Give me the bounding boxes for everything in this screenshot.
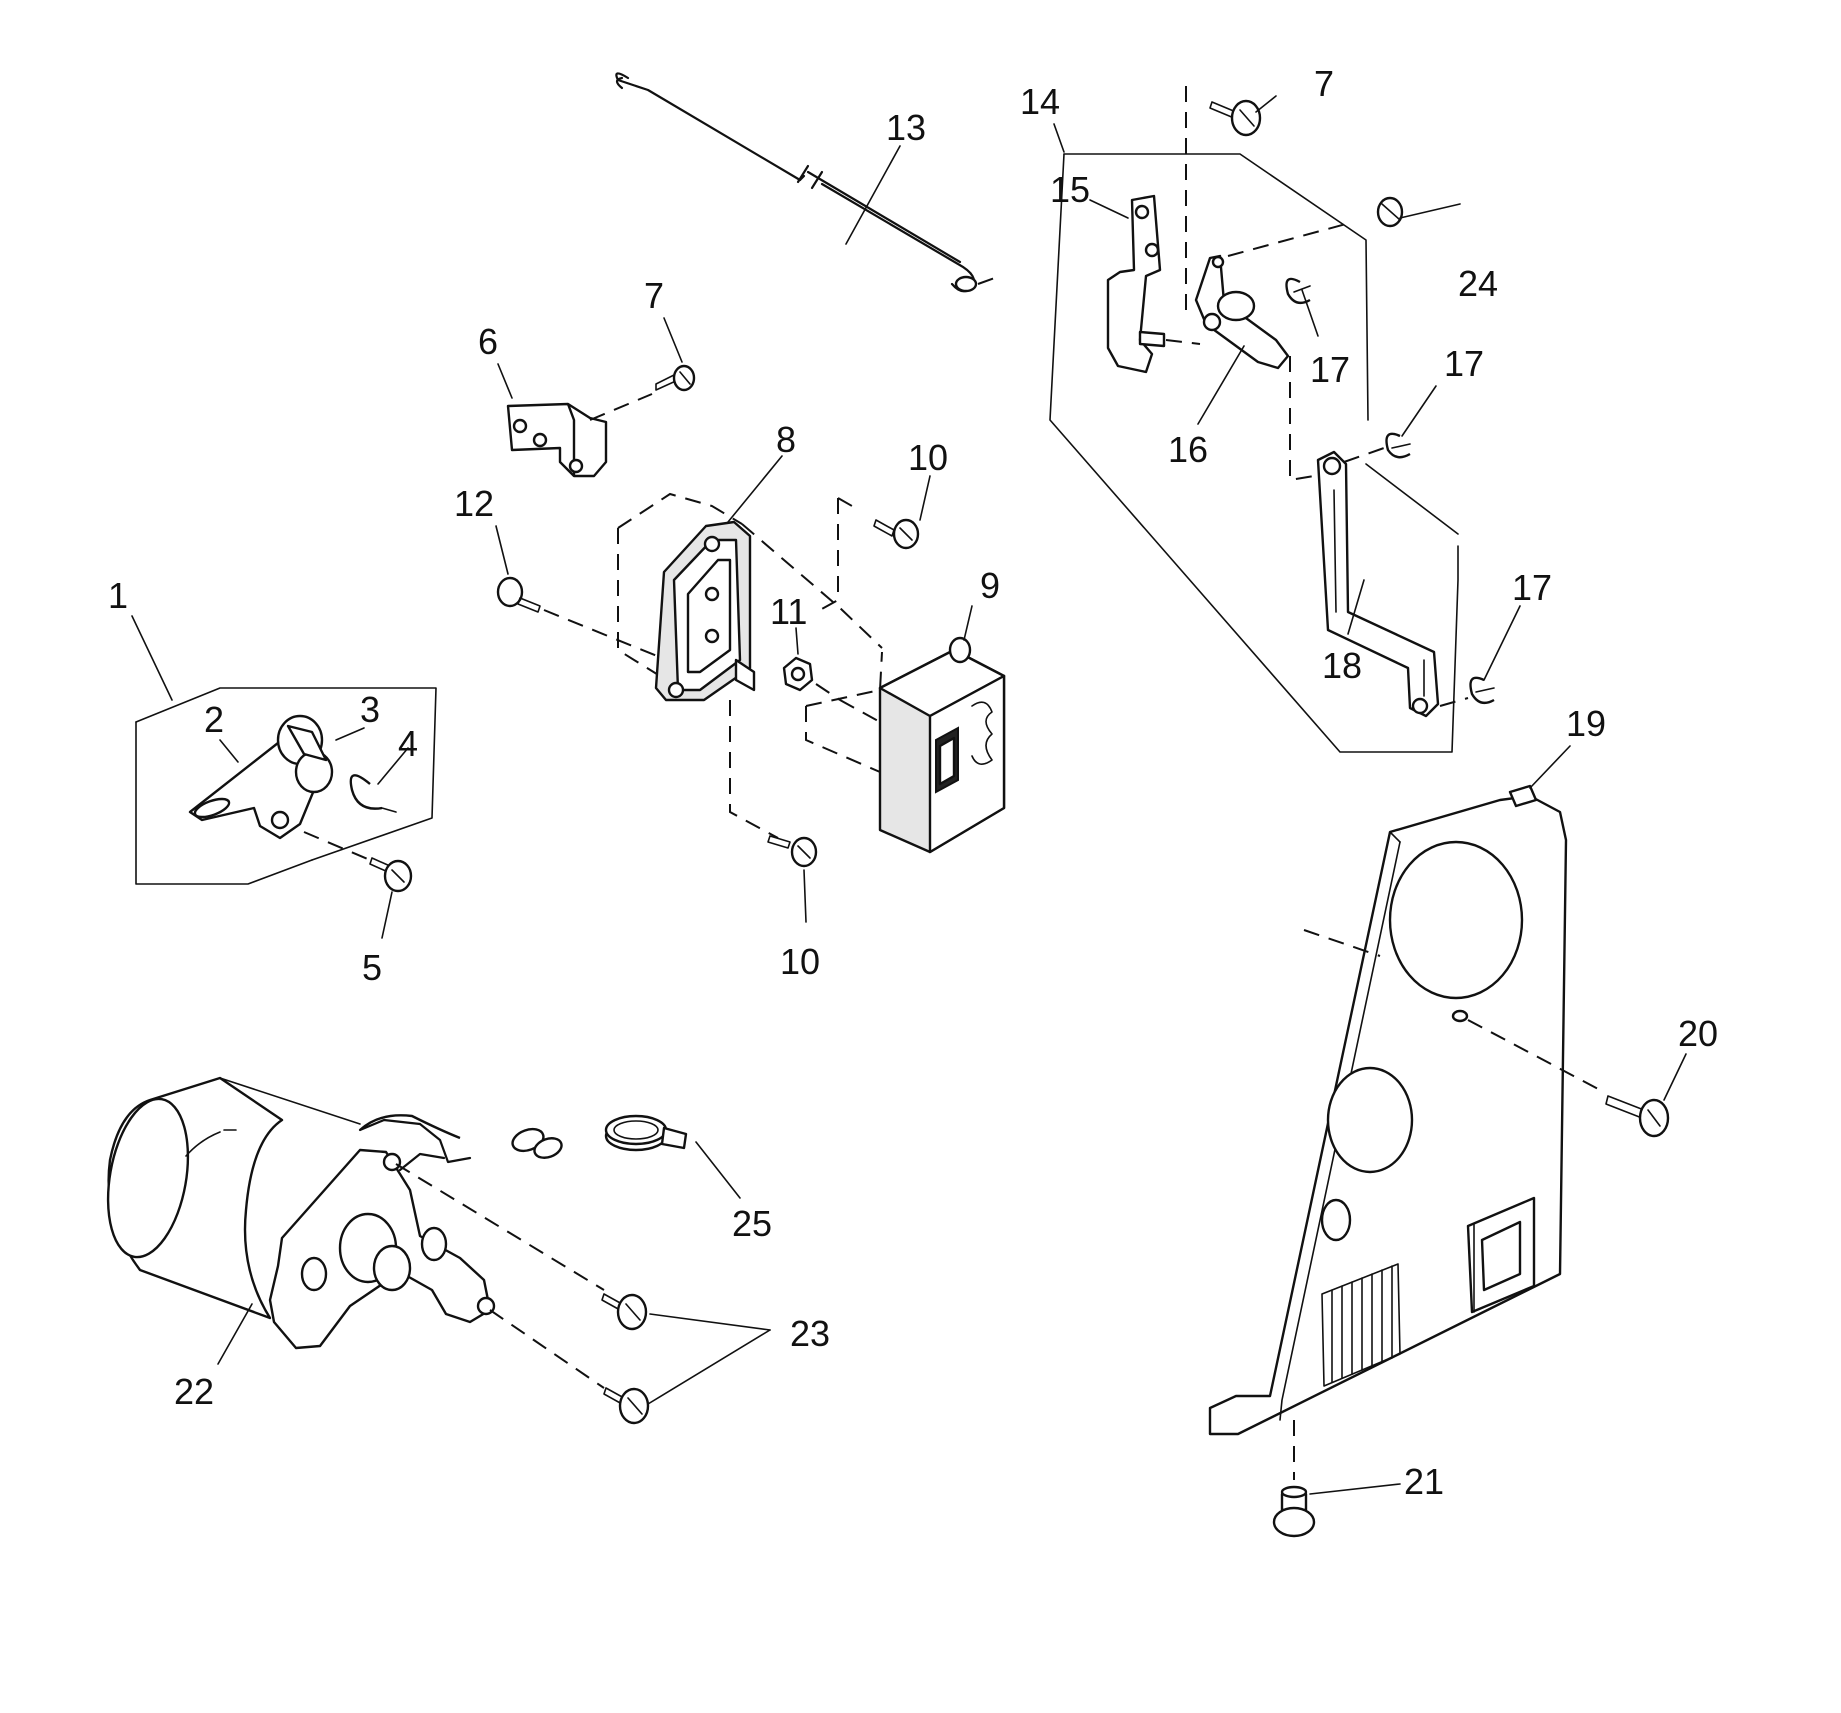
part-24-washer	[1376, 196, 1404, 228]
part-18-link	[1316, 447, 1440, 718]
callout-14: 14	[1020, 81, 1060, 122]
part-13-rod	[615, 72, 1001, 293]
callout-21: 21	[1404, 1461, 1444, 1502]
part-20-screw	[1605, 1095, 1670, 1138]
callout-25: 25	[732, 1203, 772, 1244]
callout-labels: 1 2 3 4 5 6 7 7 8 9 10 10 11 12 13 14 15…	[108, 63, 1718, 1502]
callout-23: 23	[790, 1313, 830, 1354]
part-25-belt-clamp	[604, 1114, 688, 1152]
callout-22: 22	[174, 1371, 214, 1412]
callout-17-upper: 17	[1310, 349, 1350, 390]
part-9-switch-box	[741, 523, 1006, 854]
callout-15: 15	[1050, 169, 1090, 210]
part-5-screw	[303, 831, 413, 893]
part-12-screw	[496, 576, 663, 659]
callout-9: 9	[980, 565, 1000, 606]
callout-6: 6	[478, 321, 498, 362]
callout-24: 24	[1458, 263, 1498, 304]
part-17-clips	[1285, 277, 1495, 707]
callout-16: 16	[1168, 429, 1208, 470]
part-10-screws	[729, 497, 920, 868]
vent-grille	[1321, 1263, 1401, 1387]
callout-1: 1	[108, 575, 128, 616]
callout-19: 19	[1566, 703, 1606, 744]
part-7-screw-center	[655, 364, 696, 392]
part-6-bracket	[506, 393, 653, 478]
callout-18: 18	[1322, 645, 1362, 686]
callout-20: 20	[1678, 1013, 1718, 1054]
part-2-arm	[188, 730, 316, 840]
part-22-motor	[106, 1076, 605, 1389]
callout-13: 13	[886, 107, 926, 148]
part-21-foot	[1272, 1485, 1316, 1538]
part-23-screws	[601, 1293, 650, 1425]
leader-lines	[131, 95, 1687, 1495]
callout-4: 4	[398, 723, 418, 764]
callout-8: 8	[776, 419, 796, 460]
part-11-nut	[782, 656, 841, 701]
callout-11: 11	[770, 591, 807, 632]
part-4-clip	[349, 774, 397, 813]
part-14-group-bracket	[1049, 153, 1459, 753]
part-3-pin	[276, 714, 334, 794]
part-15-bracket	[1106, 86, 1201, 374]
callout-10-top: 10	[908, 437, 948, 478]
callout-17-lower: 17	[1512, 567, 1552, 608]
callout-7-right: 7	[1314, 63, 1334, 104]
callout-10-bottom: 10	[780, 941, 820, 982]
part-7-screw-right	[1209, 99, 1262, 137]
callout-12: 12	[454, 483, 494, 524]
callout-3: 3	[360, 689, 380, 730]
callout-5: 5	[362, 947, 382, 988]
part-8-switch-frame	[617, 492, 756, 702]
callout-7-center: 7	[644, 275, 664, 316]
callout-17-middle: 17	[1444, 343, 1484, 384]
part-1-group-bracket	[135, 687, 437, 885]
part-19-side-panel	[1208, 784, 1601, 1480]
callout-2: 2	[204, 699, 224, 740]
part-16-lever	[1194, 223, 1347, 482]
